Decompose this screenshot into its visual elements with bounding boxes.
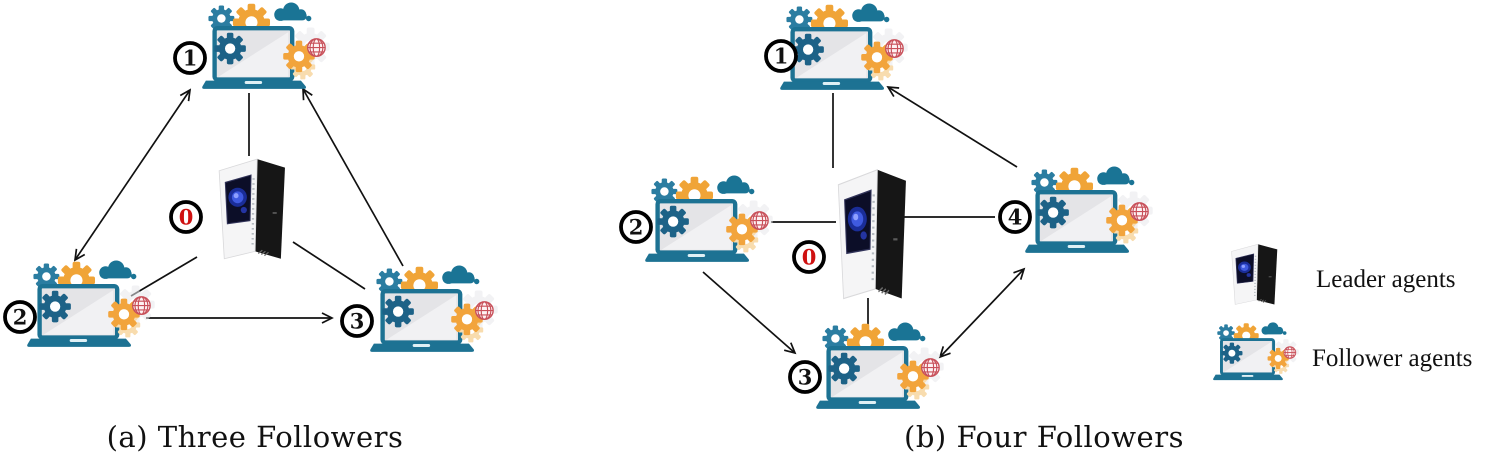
legend xyxy=(1213,243,1299,380)
panel-a: 1 2 3 0 xyxy=(3,2,498,351)
node-b-3: 3 xyxy=(788,360,822,394)
node-b-1: 1 xyxy=(764,39,798,73)
node-label: 1 xyxy=(183,46,198,71)
edge-b-2-3-arrow xyxy=(702,271,797,355)
leader-node-label: 0 xyxy=(179,205,194,230)
edge-a-0-2 xyxy=(130,256,198,297)
follower-laptop-icon xyxy=(780,3,908,89)
edge-b-4-1-arrow xyxy=(886,85,1018,168)
node-a-0-leader: 0 xyxy=(169,200,203,234)
panel-b-edges xyxy=(702,85,1026,359)
node-b-2: 2 xyxy=(619,210,653,244)
follower-laptop-icon xyxy=(27,260,155,346)
follower-laptop-icon xyxy=(1213,322,1299,380)
node-label: 2 xyxy=(629,215,644,240)
leader-tower-icon xyxy=(1230,243,1278,306)
follower-laptop-icon xyxy=(202,2,330,88)
node-label: 4 xyxy=(1008,205,1023,230)
node-a-3: 3 xyxy=(340,304,374,338)
node-label: 1 xyxy=(774,44,789,69)
node-b-0-leader: 0 xyxy=(792,240,826,274)
node-label: 3 xyxy=(350,309,365,334)
panel-b: 1 2 3 4 0 xyxy=(619,3,1153,408)
follower-laptop-icon xyxy=(645,175,773,261)
node-label: 3 xyxy=(798,365,813,390)
follower-laptop-icon xyxy=(816,322,944,408)
node-a-1: 1 xyxy=(173,41,207,75)
leader-node-label: 0 xyxy=(802,245,817,270)
node-label: 2 xyxy=(13,305,28,330)
caption-panel-b: (b) Four Followers xyxy=(904,420,1184,454)
follower-laptop-icon xyxy=(1025,166,1153,252)
leader-tower-icon xyxy=(217,157,286,260)
legend-label-leader: Leader agents xyxy=(1316,266,1456,293)
panel-a-edges xyxy=(73,87,404,324)
leader-tower-icon xyxy=(836,168,907,301)
node-b-4: 4 xyxy=(998,200,1032,234)
edge-a-1-2-double-arrow xyxy=(73,88,192,262)
follower-laptop-icon xyxy=(370,265,498,351)
caption-panel-a: (a) Three Followers xyxy=(106,420,404,454)
edge-a-0-3 xyxy=(292,241,366,290)
legend-label-follower: Follower agents xyxy=(1312,345,1473,372)
node-a-2: 2 xyxy=(3,300,37,334)
edge-a-3-1-arrow xyxy=(302,87,404,267)
edge-b-3-4-double-arrow xyxy=(938,267,1026,359)
